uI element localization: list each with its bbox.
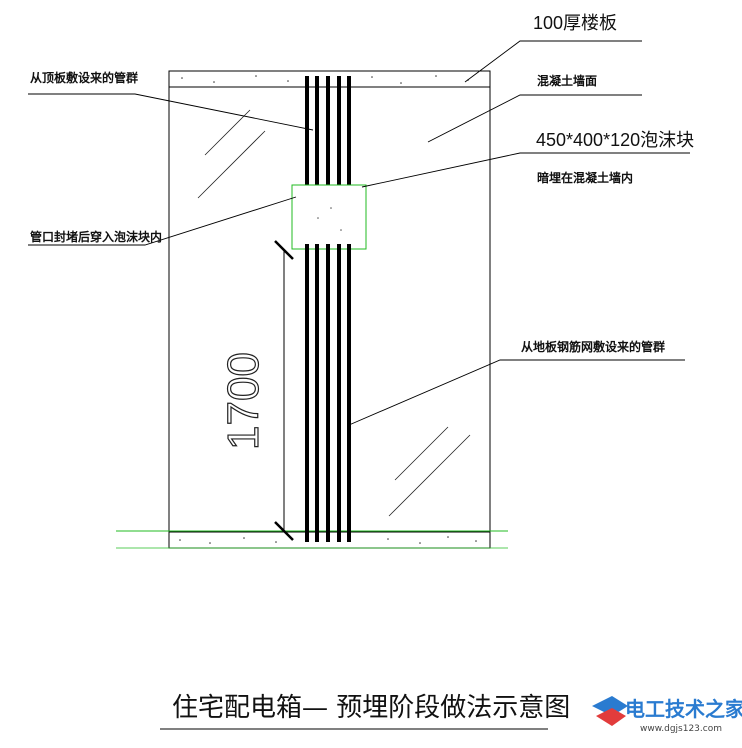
wall-label: 混凝土墙面 [537,73,597,88]
watermark-logo-icon [592,696,628,726]
floor-pipes-leader [348,359,685,426]
wall-reflection-marks [197,109,471,517]
slab-label: 100厚楼板 [533,13,617,33]
floor-pipe-group [305,244,351,542]
floor-pipes-label: 从地板钢筋网敷设来的管群 [521,339,665,354]
slab-leader [464,40,642,83]
top-pipes-label: 从顶板敷设来的管群 [30,70,138,85]
watermark-name: 电工技术之家 [625,697,742,721]
pipe-seal-label: 管口封堵后穿入泡沫块内 [30,229,162,244]
foam-block-note: 暗埋在混凝土墙内 [537,170,633,185]
dimension-value: 1700 [219,352,268,450]
watermark-url: www.dgjs123.com [640,724,722,734]
top-pipe-group [305,76,351,192]
foam-block-label: 450*400*120泡沫块 [536,130,694,150]
foam-block-leader [361,152,690,188]
leader-lines [28,40,690,426]
slab-hatch [179,75,477,544]
pipe-seal-leader [28,196,297,246]
watermark: 电工技术之家 www.dgjs123.com [592,696,742,734]
diagram-title: 住宅配电箱— 预埋阶段做法示意图 [172,693,570,723]
foam-block [291,184,367,250]
dimension-line [274,240,294,541]
foam-block-texture [317,207,342,231]
top-pipes-leader [28,93,314,131]
wall-leader [427,94,642,143]
